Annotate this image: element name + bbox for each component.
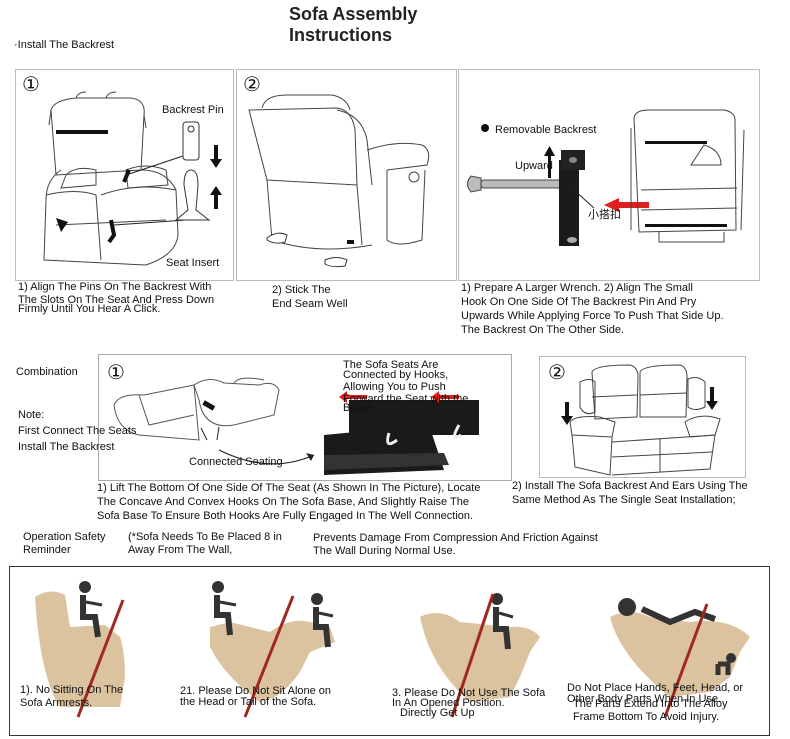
- combination-step1-caption: 1) Lift The Bottom Of One Side Of The Se…: [97, 482, 481, 522]
- step-number: ②: [243, 72, 261, 96]
- wrench-backrest-illustration: [467, 109, 745, 246]
- safety-illustrations: [35, 581, 750, 718]
- warning-armrest-caption: 1). No Sitting On The Sofa Armrests.: [20, 684, 124, 709]
- section-install-backrest: ·Install The Backrest: [14, 39, 115, 51]
- warning-armrest-illustration: [35, 581, 125, 718]
- connected-seating-label: Connected Seating: [189, 456, 283, 468]
- loveseat-illustration: [561, 364, 721, 476]
- warning-opened-position-illustration: [420, 593, 540, 718]
- warning-opened-position-caption: 3. Please Do Not Use The Sofa In An Open…: [392, 687, 546, 719]
- backrest-pin-label: Backrest Pin: [162, 104, 224, 116]
- removable-backrest-label: Removable Backrest: [495, 124, 597, 136]
- connected-seating-illustration: [113, 377, 479, 475]
- step-number: ①: [22, 72, 40, 96]
- safety-distance-note: (*Sofa Needs To Be Placed 8 in Away From…: [128, 531, 282, 556]
- upward-label: Upward: [515, 160, 553, 172]
- seat-insert-label: Seat Insert: [166, 257, 220, 269]
- step2-caption: 2) Stick The End Seam Well: [272, 284, 348, 310]
- safety-label: Operation Safety Reminder: [23, 531, 106, 556]
- step3-caption: 1) Prepare A Larger Wrench. 2) Align The…: [461, 282, 724, 336]
- recliner-pin-illustration: [43, 91, 222, 266]
- combination-step2-panel: ②: [539, 356, 746, 478]
- warning-body-parts-caption: Do Not Place Hands, Feet, Head, or Other…: [567, 682, 744, 723]
- clip-label: 小搭扣: [588, 209, 621, 221]
- step-number: ②: [548, 360, 566, 384]
- page-title: Sofa Assembly Instructions: [289, 4, 417, 46]
- step1-caption: 1) Align The Pins On The Backrest With T…: [18, 281, 215, 315]
- warning-head-tail-caption: 21. Please Do Not Sit Alone on the Head …: [180, 685, 332, 708]
- safety-damage-note: Prevents Damage From Compression And Fri…: [313, 532, 598, 557]
- combination-label: Combination: [16, 366, 78, 378]
- title-line-2: Instructions: [289, 25, 393, 45]
- combination-step1-panel: ① The Sofa Seats Are Connected by Hooks,…: [98, 354, 512, 481]
- step-number: ①: [107, 360, 125, 384]
- step2-panel: ②: [236, 69, 457, 281]
- step1-panel: ① Backrest Pin Seat Insert: [15, 69, 234, 281]
- step3-panel: Removable Backrest Upward 小搭扣: [458, 69, 760, 281]
- hook-description: The Sofa Seats Are Connected by Hooks, A…: [343, 359, 469, 414]
- title-line-1: Sofa Assembly: [289, 4, 418, 24]
- safety-warnings-panel: 1). No Sitting On The Sofa Armrests. 21.…: [9, 566, 770, 736]
- recliner-back-illustration: [248, 94, 430, 268]
- warning-body-parts-illustration: [610, 598, 750, 718]
- combination-step2-caption: 2) Install The Sofa Backrest And Ears Us…: [512, 480, 748, 506]
- warning-head-tail-illustration: [210, 581, 335, 718]
- combination-note: Note: First Connect The Seats Install Th…: [18, 409, 137, 453]
